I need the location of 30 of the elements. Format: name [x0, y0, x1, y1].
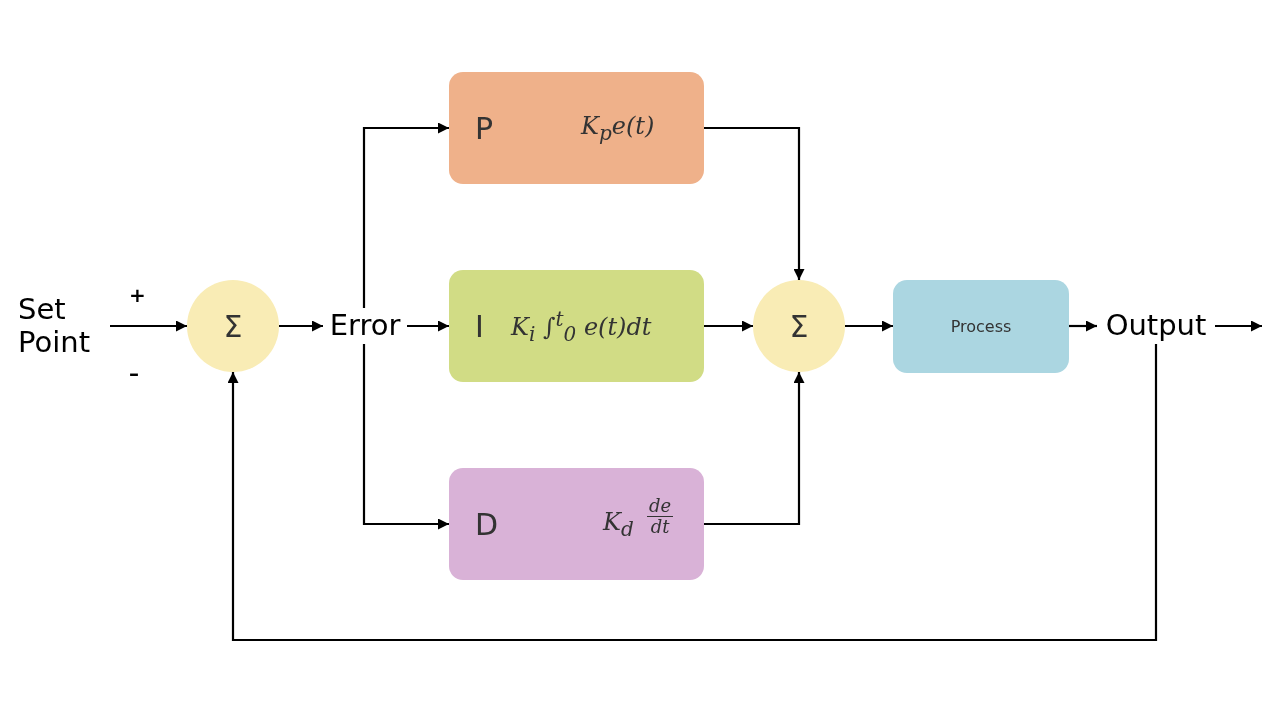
arrow: [704, 320, 753, 332]
formula: K$_{i}$ ∫$^{t}$$_{0}$ e(t)dt: [511, 306, 652, 346]
sign-label: –: [129, 361, 139, 385]
formula: K$_{d}$: [603, 507, 634, 541]
integral-block: [449, 270, 704, 382]
arrow: [407, 320, 449, 332]
arrow: [227, 344, 1158, 642]
signal-label: Error: [323, 308, 407, 344]
summing-junction: Σ: [753, 280, 845, 372]
proportional-block: [449, 72, 704, 184]
sign-label: +: [129, 283, 146, 307]
output-label: Output: [1097, 308, 1215, 344]
block-letter: D: [475, 506, 499, 542]
input-label: Set Point: [18, 290, 110, 362]
block-letter: P: [475, 110, 494, 146]
arrow: [704, 126, 805, 280]
arrow: [362, 344, 449, 530]
summing-junction: Σ: [187, 280, 279, 372]
block-letter: I: [475, 308, 484, 344]
derivative-block: [449, 468, 704, 580]
formula: K$_{p}$e(t): [581, 111, 655, 145]
process-block: Process: [893, 280, 1069, 373]
arrow: [1069, 320, 1097, 332]
arrow: [704, 372, 805, 526]
fraction: de dt: [647, 496, 674, 537]
arrow: [279, 320, 323, 332]
arrow: [362, 122, 449, 308]
arrow: [1215, 320, 1262, 332]
arrow: [110, 320, 187, 332]
arrow: [845, 320, 893, 332]
